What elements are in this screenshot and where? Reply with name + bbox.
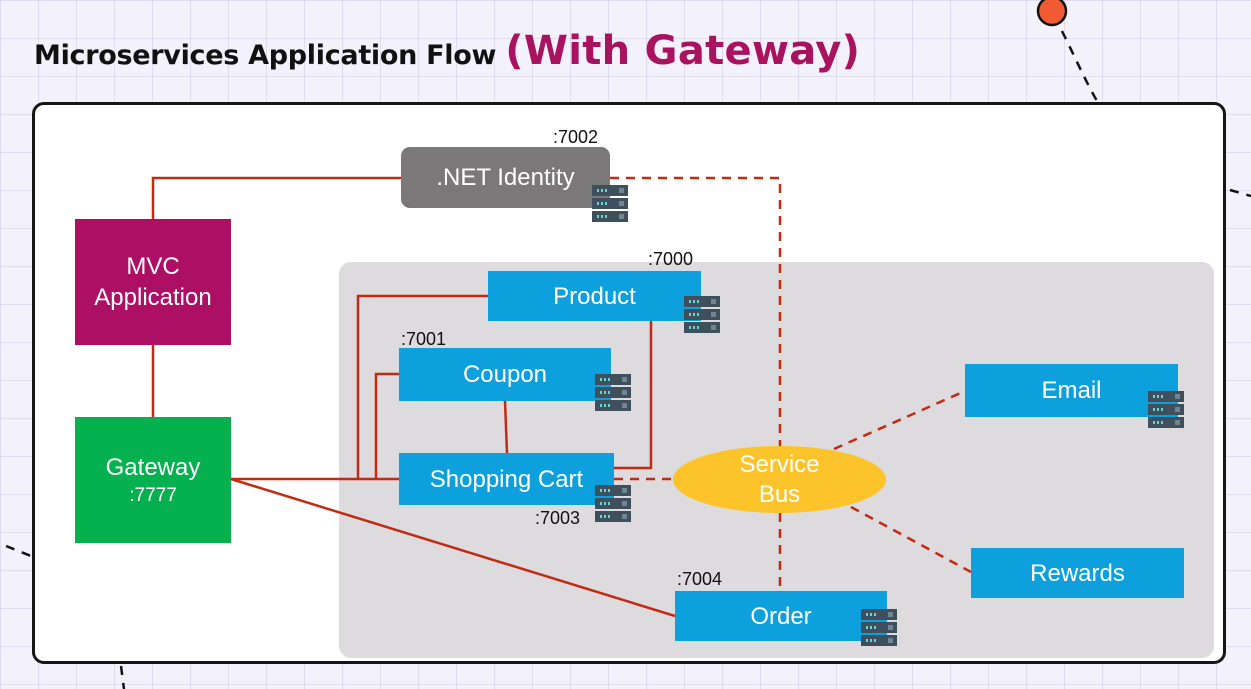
dashed-bus-rewards [850,505,972,574]
mvc-application-node[interactable]: MVC Application [75,219,231,345]
dashed-bus-email [833,389,966,451]
email-node[interactable]: Email [965,364,1178,417]
gateway-label: Gateway [105,453,201,481]
gateway-port: :7777 [129,484,177,506]
server-icon [861,609,897,646]
line-cart-product [614,321,653,470]
line-coupon-cart [503,400,509,454]
product-node[interactable]: Product [488,271,701,321]
mvc-label-line1: MVC [126,253,180,280]
decor-dashed-arc-right [1229,188,1251,198]
identity-node[interactable]: .NET Identity [401,147,610,208]
coupon-node[interactable]: Coupon [399,348,611,401]
shopping-cart-node[interactable]: Shopping Cart [399,453,614,505]
line-product-branch [356,294,488,479]
dashed-identity-bus [610,176,782,446]
product-port: :7000 [648,249,694,269]
shopping-cart-port: :7003 [535,508,581,528]
line-coupon-branch [374,372,399,479]
rewards-node[interactable]: Rewards [971,548,1184,598]
line-mvc-identity [151,176,401,219]
order-label: Order [750,602,812,630]
service-bus-label-line1: Service [739,450,820,478]
decor-orange-dot [1036,0,1068,27]
decor-dashed-arc-bottom [119,665,126,689]
service-bus-node[interactable]: Service Bus [673,446,886,513]
order-node[interactable]: Order [675,591,887,641]
title-main: Microservices Application Flow [34,40,497,71]
order-port: :7004 [677,569,723,589]
title-accent: (With Gateway) [505,28,861,74]
server-icon [595,485,631,522]
mvc-label-line2: Application [94,284,212,311]
email-label: Email [1041,377,1102,404]
decor-dashed-arc-top [1052,15,1099,102]
server-icon [684,296,720,333]
identity-port: :7002 [553,127,599,147]
service-bus-label-line2: Bus [758,480,801,508]
decor-dashed-arc-left [5,544,32,558]
product-label: Product [553,282,636,310]
shopping-cart-label: Shopping Cart [429,465,584,493]
page-title: Microservices Application Flow (With Gat… [34,28,860,74]
server-icon [1148,391,1184,428]
identity-label: .NET Identity [436,164,575,191]
server-icon [595,374,631,411]
coupon-port: :7001 [401,329,447,349]
line-gateway-order [230,477,676,618]
gateway-node[interactable]: Gateway :7777 [75,417,231,543]
server-icon [592,185,628,222]
rewards-label: Rewards [1030,559,1125,587]
coupon-label: Coupon [462,361,548,388]
